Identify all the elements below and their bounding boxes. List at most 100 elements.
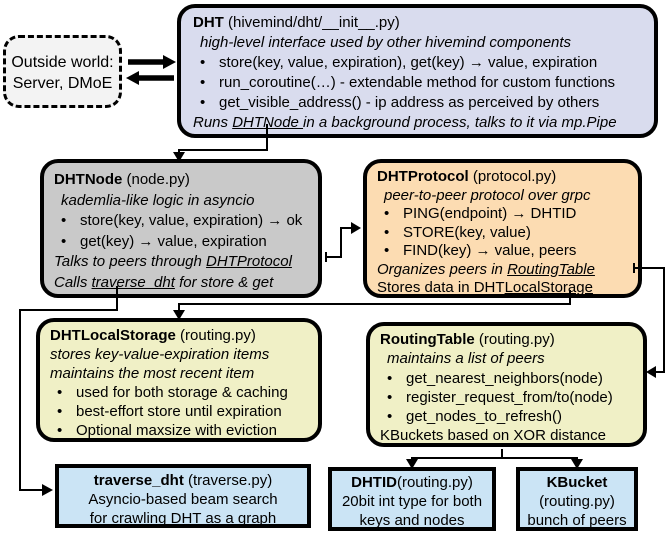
dht-footer-prefix: Runs (193, 114, 233, 131)
dht-footer: Runs DHTNode in a background process, ta… (193, 113, 648, 133)
traverse-line-1: Asyncio-based beam search (88, 491, 278, 508)
bullet-text: store(key, value, expiration), get(key) … (219, 54, 598, 71)
bullet-glyph: • (387, 388, 393, 406)
dhtlocalstorage-box: DHTLocalStorage (routing.py) stores key-… (36, 318, 322, 442)
dhtid-title: DHTID (351, 474, 397, 491)
traverse-line-2: for crawling DHT as a graph (89, 510, 277, 527)
wire-dhtnode-to-dhtprotocol (326, 227, 351, 258)
dhtlocalstorage-subtitle-1: stores key-value-expiration items (50, 346, 270, 363)
dht-footer-suffix: in a background process, talks to it via… (303, 114, 617, 131)
routingtable-title-line: RoutingTable (routing.py) (380, 330, 641, 349)
dhtnode-file: (node.py) (122, 171, 190, 188)
arrowhead-dhtnode-to-dhtprotocol (351, 222, 361, 234)
dhtnode-subtitle: kademlia-like logic in asyncio (61, 191, 255, 209)
arrowhead-dhtprotocol-to-routingtable (646, 366, 656, 378)
stores-prefix: Stores data in DHT (377, 279, 505, 296)
dhtnode-title: DHTNode (54, 171, 123, 188)
dhtlocalstorage-bullet-2: • best-effort store until expiration (50, 402, 316, 421)
dht-bullet-2: • run_coroutine(…) - extendable method fo… (193, 73, 648, 93)
dhtlocalstorage-title-line: DHTLocalStorage (routing.py) (50, 326, 316, 345)
routingtable-bullet-3: • get_nodes_to_refresh() (380, 407, 641, 426)
dhtid-line-2: keys and nodes (359, 512, 465, 529)
traverse-title-line: traverse_dht (traverse.py) (59, 471, 307, 490)
dhtnode-box: DHTNode (node.py) kademlia-like logic in… (40, 159, 322, 298)
bullet-text: best-effort store until expiration (76, 403, 282, 420)
kbucket-title: KBucket (546, 474, 608, 491)
arrowhead-outside-to-dht (163, 55, 176, 69)
dhtprotocol-organizes-line: Organizes peers in RoutingTable (377, 261, 636, 280)
outside-world-line-1: Outside world: (11, 54, 114, 71)
traverse-title: traverse_dht (93, 472, 184, 489)
bullet-text: run_coroutine(…) - extendable method for… (219, 74, 616, 91)
dhtnode-talks-line: Talks to peers through DHTProtocol (54, 252, 316, 273)
dhtnode-bullet-2: •get(key) → value, expiration (54, 232, 316, 253)
dhtprotocol-bullet-1: • PING(endpoint) → DHTID (377, 205, 636, 224)
bullet-text: Optional maxsize with eviction (76, 422, 277, 439)
routingtable-bullet-2: • register_request_from/to(node) (380, 388, 641, 407)
routingtable-file: (routing.py) (474, 331, 555, 348)
dhtnode-bullet-1: • store(key, value, expiration) → ok (54, 211, 316, 232)
dht-bullet-1: • store(key, value, expiration), get(key)… (193, 53, 648, 73)
bullet-glyph: • (61, 212, 67, 229)
kbucket-line: bunch of peers (527, 512, 627, 529)
bullet-text: get(key) → value, expiration (80, 232, 267, 250)
traverse-file: (traverse.py) (183, 472, 273, 489)
arrowhead-dht-to-outside (126, 71, 139, 85)
bullet-glyph: • (200, 54, 206, 71)
bullet-text: register_request_from/to(node) (406, 388, 613, 406)
dhtlocalstorage-bullet-3: • Optional maxsize with eviction (50, 421, 316, 440)
routingtable-title: RoutingTable (380, 331, 475, 348)
dhtprotocol-reference: DHTProtocol (206, 253, 292, 270)
traverse-dht-box: traverse_dht (traverse.py) Asyncio-based… (55, 464, 311, 528)
kbucket-file: (routing.py) (539, 493, 615, 510)
calls-prefix: Calls (54, 273, 92, 291)
bullet-text: get_nearest_neighbors(node) (406, 369, 603, 387)
bullet-glyph: • (387, 408, 393, 426)
routingtable-bullet-1: • get_nearest_neighbors(node) (380, 369, 641, 388)
bullet-text: get_nodes_to_refresh() (406, 408, 562, 426)
bullet-text: PING(endpoint) → DHTID (403, 205, 577, 222)
dhtid-line-1: 20bit int type for both (341, 493, 483, 510)
dhtnode-reference: DHTNode (232, 114, 304, 131)
dhtlocalstorage-subtitle-2: maintains the most recent item (50, 365, 255, 382)
bullet-glyph: • (200, 74, 206, 91)
bullet-glyph: • (200, 94, 206, 111)
bullet-text: FIND(key) → value, peers (403, 242, 577, 259)
bullet-text: store(key, value, expiration) → ok (80, 212, 303, 229)
bullet-text: STORE(key, value) (403, 223, 531, 241)
dhtprotocol-box: DHTProtocol (protocol.py) peer-to-peer p… (363, 159, 642, 298)
dhtid-file: (routing.py) (396, 474, 473, 491)
kbucket-box: KBucket (routing.py) bunch of peers (516, 467, 638, 531)
talks-prefix: Talks to peers through (54, 253, 207, 270)
bullet-glyph: • (57, 384, 63, 401)
dht-subtitle: high-level interface used by other hivem… (200, 34, 572, 51)
bullet-glyph: • (384, 223, 390, 241)
bullet-glyph: • (384, 205, 390, 222)
dhtprotocol-title: DHTProtocol (377, 168, 469, 185)
dht-title: DHT (193, 14, 224, 31)
bullet-glyph: • (57, 403, 63, 420)
dhtid-box: DHTID(routing.py) 20bit int type for bot… (328, 467, 496, 531)
routingtable-subtitle: maintains a list of peers (387, 350, 545, 368)
dhtprotocol-title-line: DHTProtocol (protocol.py) (377, 168, 636, 187)
dhtlocalstorage-bullet-1: •used for both storage & caching (50, 383, 316, 402)
bullet-glyph: • (387, 369, 393, 387)
dht-box: DHT (hivemind/dht/__init__.py) high-leve… (177, 4, 658, 138)
bullet-glyph: • (57, 422, 63, 439)
arrowhead-dhtnode-to-traverse (42, 484, 53, 496)
dhtprotocol-file: (protocol.py) (468, 168, 557, 185)
calls-suffix: for store & get (174, 273, 274, 291)
dht-file: (hivemind/dht/__init__.py) (223, 14, 400, 31)
traverse-dht-reference: traverse_dht (91, 273, 175, 291)
organizes-prefix: Organizes peers in (377, 260, 508, 278)
dht-title-line: DHT (hivemind/dht/__init__.py) (193, 13, 648, 33)
dhtprotocol-stores-line: Stores data in DHTLocalStorage (377, 279, 636, 298)
routingtable-box: RoutingTable (routing.py) maintains a li… (366, 322, 647, 447)
bullet-text: get_visible_address() - ip address as pe… (219, 94, 600, 111)
outside-world-line-2: Server, DMoE (12, 75, 113, 92)
dhtid-title-line: DHTID(routing.py) (332, 473, 492, 492)
routingtable-footer: KBuckets based on XOR distance (380, 427, 606, 445)
dhtprotocol-bullet-2: • STORE(key, value) (377, 224, 636, 243)
bullet-glyph: • (384, 242, 390, 259)
